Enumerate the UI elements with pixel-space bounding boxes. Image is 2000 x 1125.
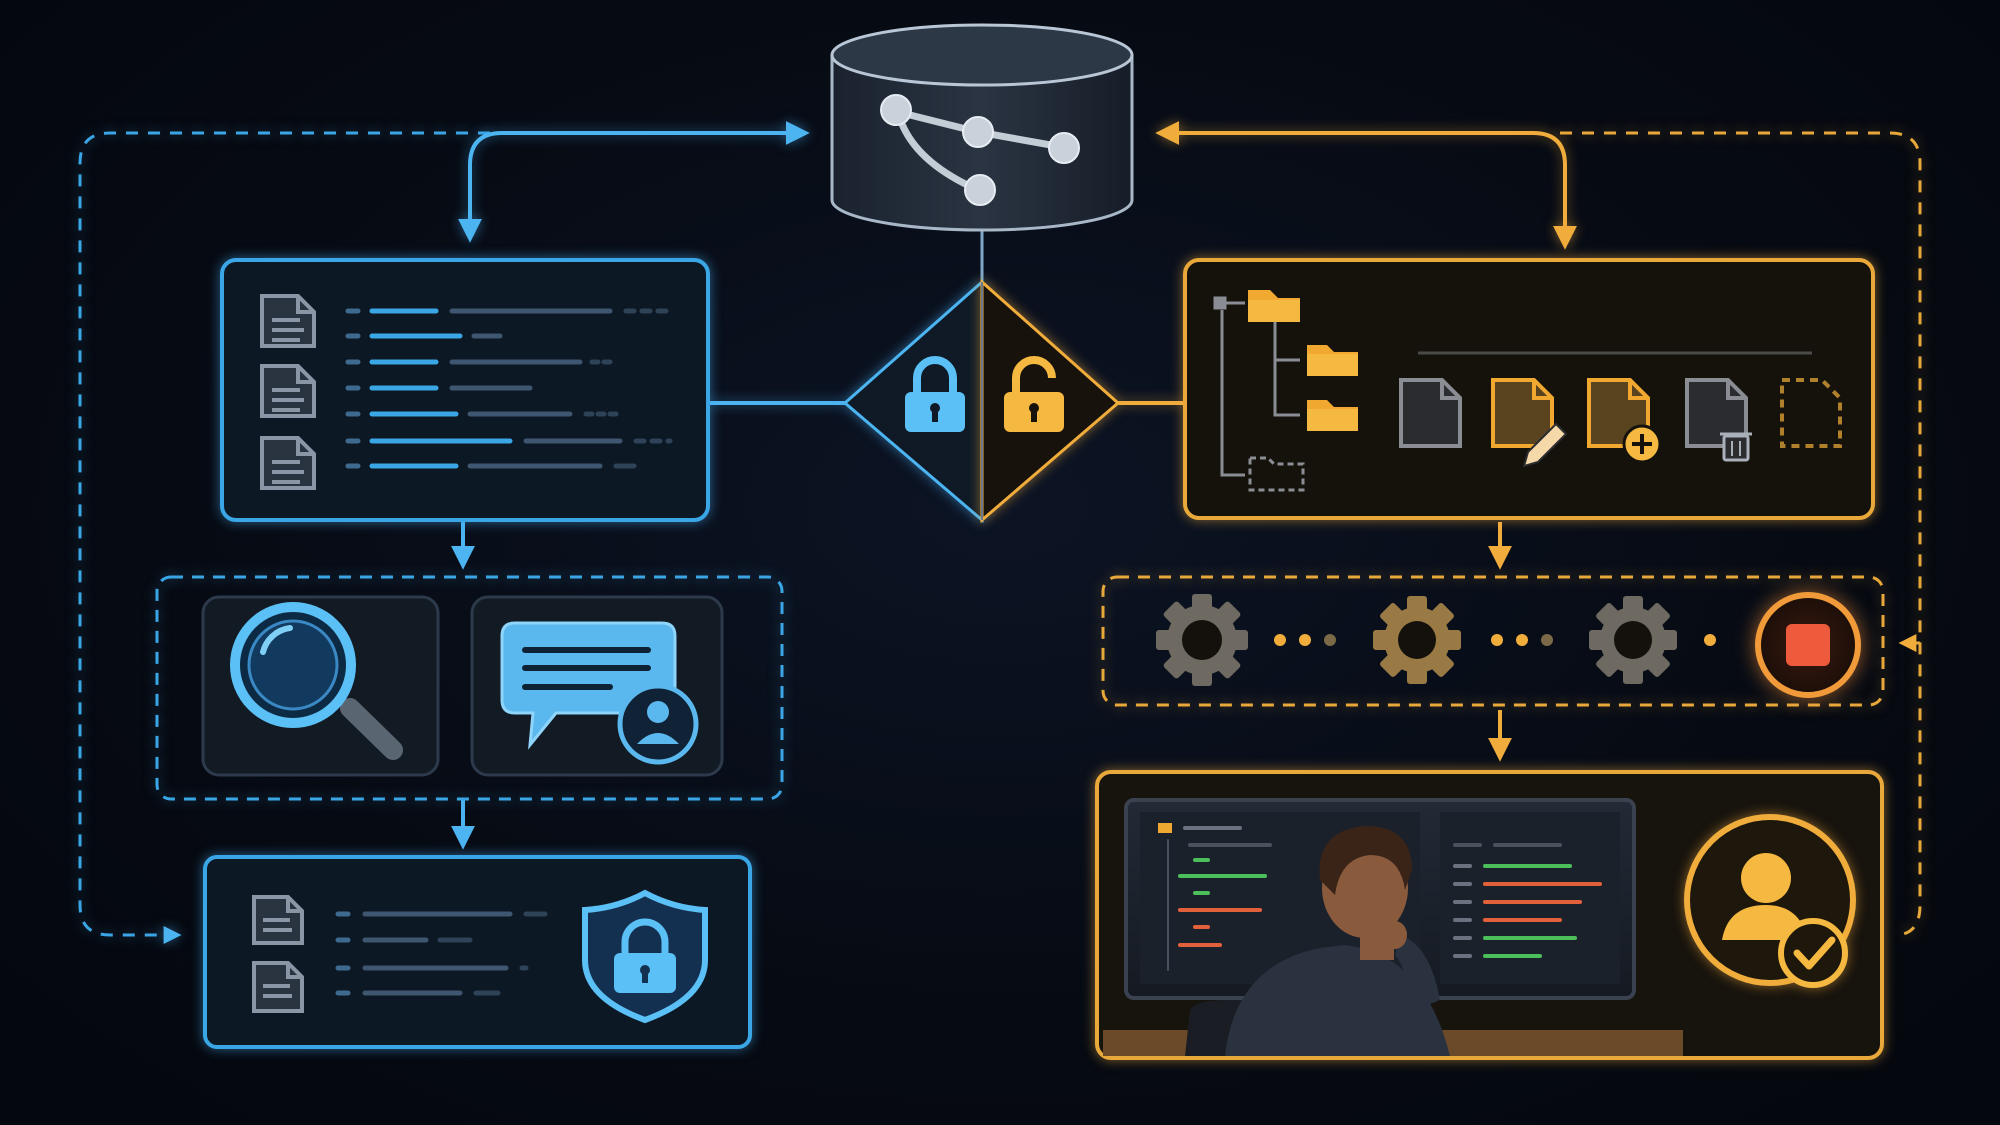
gear-steps-group — [1101, 575, 1885, 707]
folder-icon — [1307, 345, 1358, 376]
file-content-lines — [345, 308, 673, 469]
file-icon — [260, 294, 316, 348]
file-icon — [252, 961, 304, 1013]
gear-icon — [1589, 596, 1677, 684]
file-icon — [260, 436, 316, 490]
file-placeholder-icon — [1780, 378, 1842, 448]
blue-feedback-loop — [78, 131, 490, 944]
shield-lock-icon — [582, 889, 708, 1024]
file-delete-icon — [1685, 378, 1752, 462]
folder-icon — [1248, 290, 1300, 322]
developer-illustration — [1185, 826, 1450, 1056]
amber-repo-connector — [1155, 121, 1577, 250]
secure-output-panel — [203, 855, 752, 1049]
stop-icon — [1755, 592, 1861, 698]
file-icon — [260, 364, 316, 418]
folder-icon — [1307, 400, 1358, 431]
user-check-icon — [1684, 814, 1856, 988]
human-review-panel — [1095, 770, 1884, 1060]
file-listing-panel — [220, 258, 710, 522]
search-and-chat-group — [155, 575, 784, 801]
access-control-diamond — [842, 278, 1121, 524]
blue-repo-connector — [458, 121, 810, 243]
gear-icon — [1373, 596, 1461, 684]
file-edit-icon — [1491, 378, 1568, 468]
amber-feedback-loop — [1560, 131, 1922, 937]
chat-user-icon — [500, 621, 699, 765]
output-content-lines — [335, 911, 548, 996]
file-icon — [252, 895, 304, 945]
file-add-icon — [1587, 378, 1662, 464]
tree-lines — [1213, 296, 1300, 477]
file-tree-changes-panel — [1183, 258, 1875, 520]
git-repository-cylinder — [830, 23, 1134, 232]
file-icon — [1399, 378, 1462, 448]
folder-outline-icon — [1248, 456, 1305, 492]
gear-icon — [1156, 594, 1248, 686]
lock-closed-icon — [905, 356, 965, 432]
lock-open-icon — [1004, 356, 1064, 432]
magnifier-icon — [230, 602, 403, 760]
